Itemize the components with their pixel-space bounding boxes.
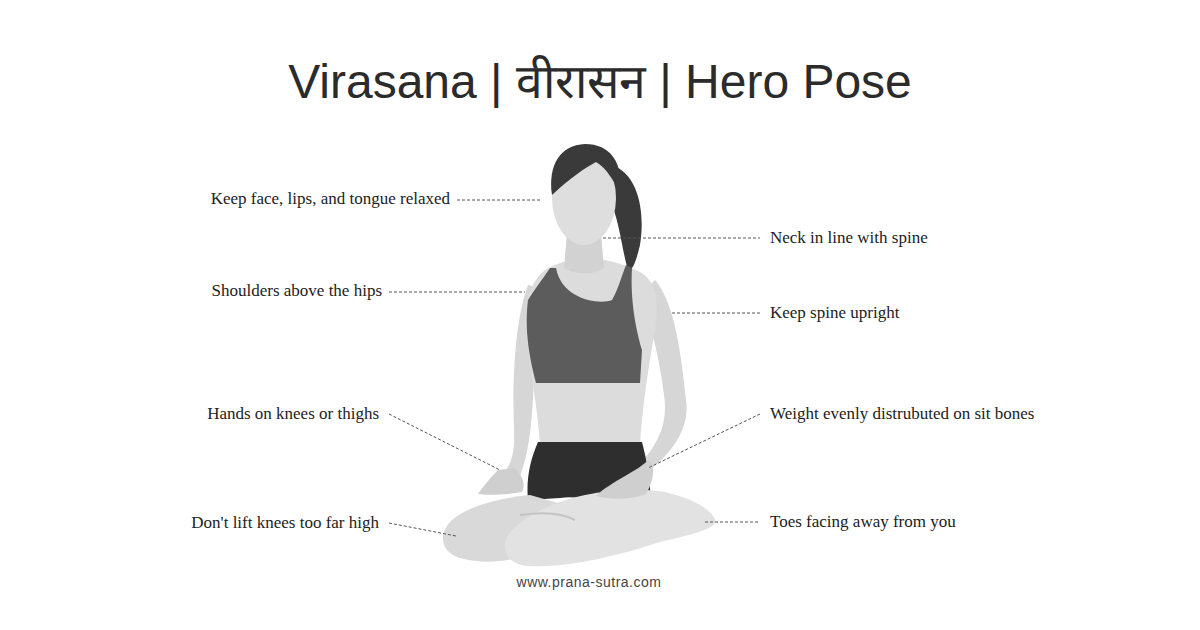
callout-label: Don't lift knees too far high	[191, 513, 379, 533]
callout-label: Neck in line with spine	[770, 228, 928, 248]
hair	[551, 144, 620, 195]
leader-line	[389, 292, 525, 293]
torso	[526, 258, 657, 445]
leader-line	[389, 414, 500, 470]
left-hand	[478, 468, 524, 495]
callout-label: Shoulders above the hips	[212, 281, 382, 301]
callout-label: Keep face, lips, and tongue relaxed	[211, 189, 450, 209]
leader-line	[705, 522, 760, 523]
callout-label: Weight evenly distrubuted on sit bones	[770, 404, 1034, 424]
callout-label: Hands on knees or thighs	[207, 404, 379, 424]
title: Virasana | वीरासन | Hero Pose	[0, 50, 1200, 114]
leg-shading	[520, 513, 575, 520]
leader-lines	[389, 200, 760, 536]
website-watermark: www.prana-sutra.com	[517, 573, 662, 591]
sports-bra	[527, 265, 642, 383]
leader-line	[648, 414, 760, 468]
leader-line	[457, 200, 541, 201]
right-leg-and-foot	[505, 490, 716, 566]
right-hand	[596, 460, 653, 499]
callout-label: Toes facing away from you	[770, 512, 956, 532]
leader-line	[389, 523, 456, 536]
leader-line	[603, 238, 760, 239]
callout-label: Keep spine upright	[770, 303, 899, 323]
leader-line	[672, 313, 760, 314]
